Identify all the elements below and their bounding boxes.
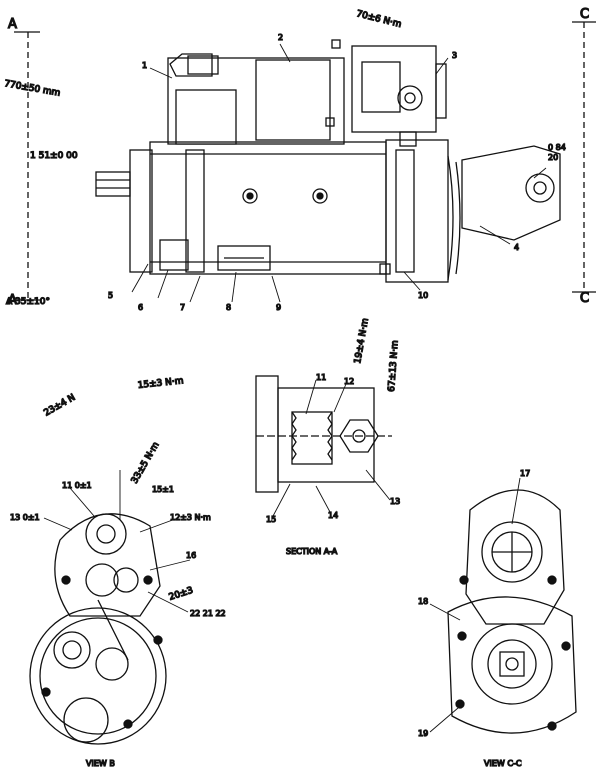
callout-12: 12: [344, 377, 354, 386]
callout-2: 2: [278, 33, 283, 42]
callout-20: 20: [548, 153, 558, 162]
view-c-c: [447, 489, 577, 734]
dim-lower-left-diag: 33±5 N·m: [130, 441, 162, 486]
starter-motor-side-view: [95, 39, 561, 283]
dim-lower-left-top: 23±4 N: [43, 393, 78, 419]
dim-left-mid: 1 51±0 00: [30, 151, 78, 161]
dim-mid-center: 15±3 N·m: [137, 376, 184, 391]
main-view-leaders: [131, 43, 547, 303]
callout-8: 8: [226, 303, 231, 312]
dim-left-bottom: A 35±10°: [6, 297, 50, 307]
callout-3: 3: [452, 51, 457, 60]
callout-18: 18: [418, 597, 428, 606]
marker-c-top: C: [580, 7, 589, 22]
solenoid-housing: [175, 89, 237, 145]
dim-right-upper: 0 84: [548, 143, 566, 152]
callout-13: 13: [390, 497, 400, 506]
view-b: [29, 513, 167, 745]
commutator-end-cap: [129, 149, 153, 273]
callout-15: 15: [266, 515, 276, 524]
callout-16: 16: [186, 551, 196, 560]
section-leaders: [271, 379, 391, 519]
view-b-end-frame: [29, 607, 167, 745]
callout-14: 14: [328, 511, 338, 520]
dim-mid-diag: 19±4 N·m: [353, 318, 371, 365]
left-dimension-line: [14, 31, 40, 301]
pinion-nose: [461, 145, 561, 241]
marker-a-top: A: [8, 17, 17, 32]
dim-lower-4: 15±1: [152, 485, 174, 494]
callout-1: 1: [142, 61, 147, 70]
callout-7: 7: [180, 303, 185, 312]
dim-top-center: 70±6 N·m: [355, 9, 402, 30]
section-a-a-label: SECTION A-A: [286, 547, 338, 556]
callout-9: 9: [276, 303, 281, 312]
dim-lower-1: 11 0±1: [62, 481, 92, 490]
callout-10: 10: [418, 291, 428, 300]
callout-17: 17: [520, 469, 530, 478]
drive-housing: [385, 139, 449, 283]
section-a-a: [255, 375, 392, 493]
marker-a-bottom: A: [8, 293, 17, 308]
view-b-leaders: [43, 470, 191, 613]
view-b-label: VIEW B: [86, 759, 115, 768]
dim-left-top: 770±50 mm: [3, 79, 60, 99]
dim-lower-2: 13 0±1: [10, 513, 40, 522]
dim-lower-6: 22 21 22: [190, 609, 226, 618]
callout-6: 6: [138, 303, 143, 312]
dim-lower-3: 12±3 N·m: [170, 513, 211, 522]
view-c-leaders: [429, 477, 521, 733]
shift-lever-housing: [351, 45, 437, 133]
callout-5: 5: [108, 291, 113, 300]
view-c-c-label: VIEW C-C: [484, 759, 522, 768]
dim-lower-5: 20±3: [168, 586, 195, 603]
callout-19: 19: [418, 729, 428, 738]
terminal-stud: [95, 171, 131, 197]
right-dimension-line: [572, 21, 596, 293]
dim-mid-right: 67±13 N·m: [387, 340, 401, 392]
solenoid-body: [167, 57, 345, 145]
callout-4: 4: [514, 243, 519, 252]
view-c-end-frame: [447, 596, 577, 734]
marker-c-bottom: C: [580, 291, 589, 306]
callout-11: 11: [316, 373, 326, 382]
